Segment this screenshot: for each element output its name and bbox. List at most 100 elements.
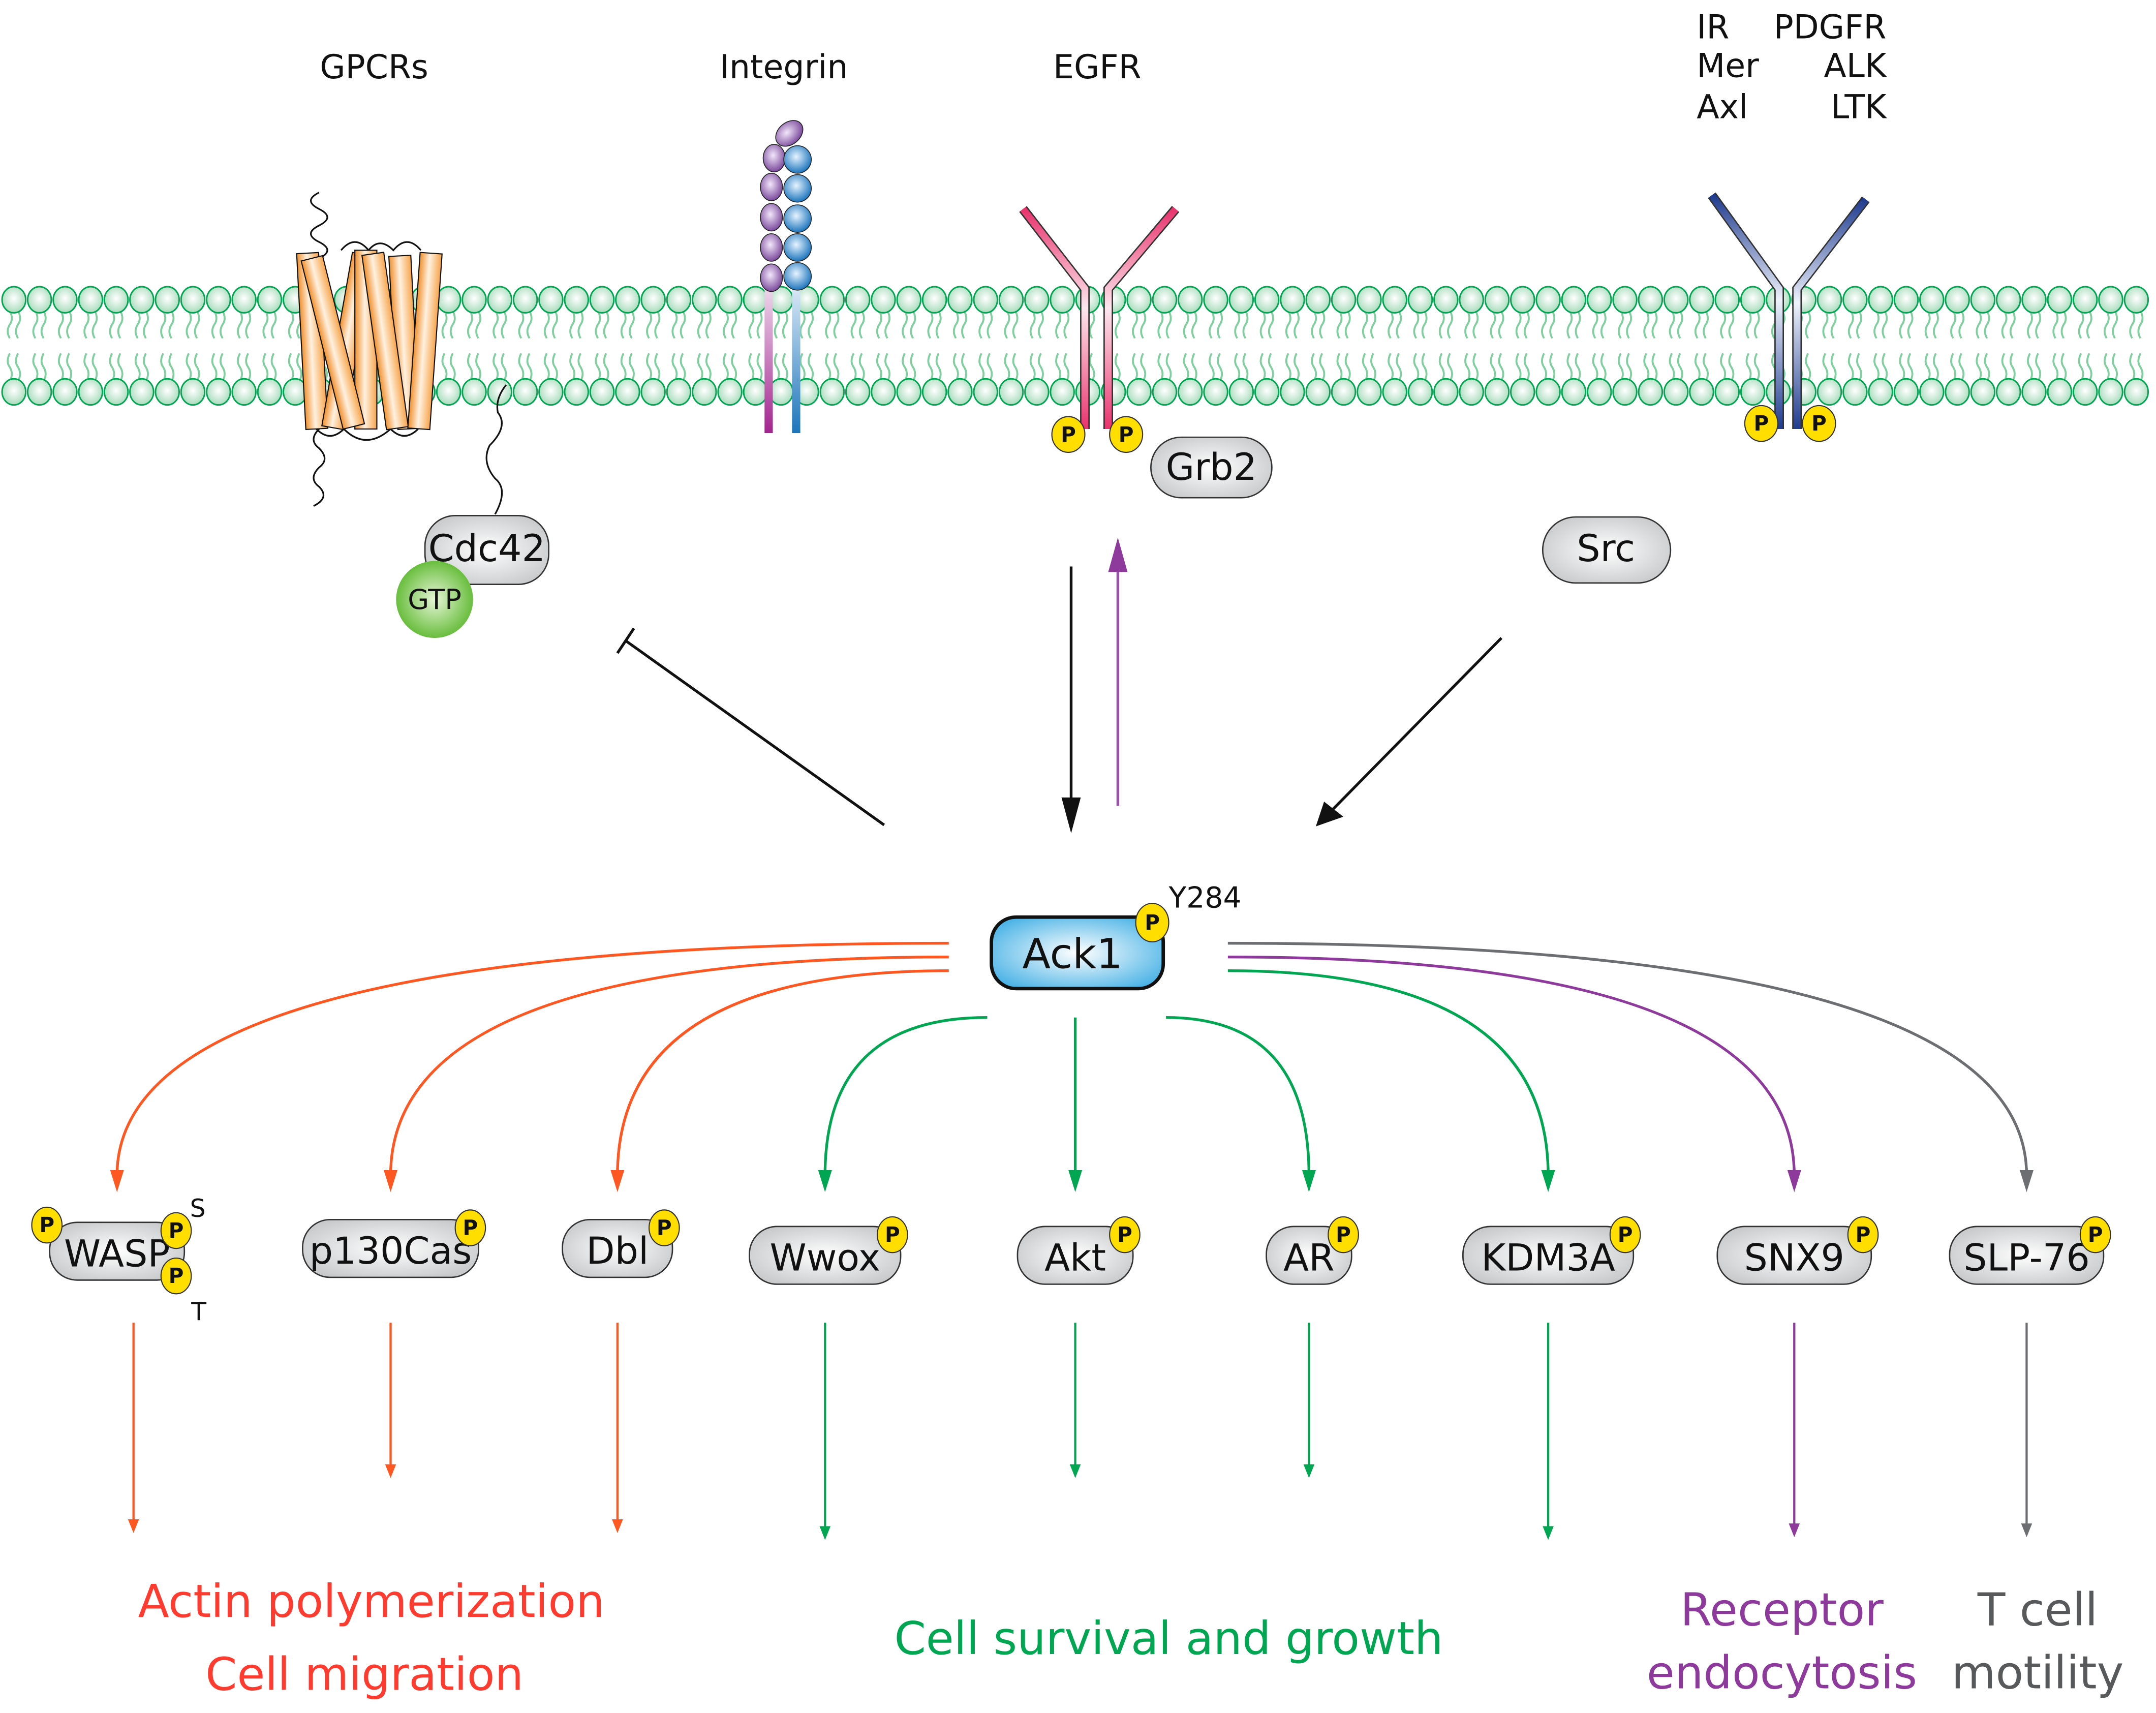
arrowhead-icon xyxy=(1303,1464,1315,1478)
lipid-head xyxy=(78,286,104,314)
grb2-node[interactable]: Grb2 xyxy=(1150,436,1273,499)
lipid-head xyxy=(436,378,461,406)
substrate-label: KDM3A xyxy=(1481,1237,1615,1280)
substrate-edge xyxy=(1166,1016,1311,1176)
lipid-head xyxy=(1,378,27,406)
lipid-head xyxy=(1024,286,1050,314)
lipid-head xyxy=(2123,378,2149,406)
lipid-head xyxy=(1,286,27,314)
lipid-head xyxy=(1050,378,1075,406)
arrowhead-icon xyxy=(1543,1526,1554,1540)
lipid-head xyxy=(461,378,487,406)
rtk-label-mer: Mer xyxy=(1697,47,1759,85)
gtp-node[interactable]: GTP xyxy=(396,561,473,638)
lipid-head xyxy=(1868,286,1893,314)
outcome-tcell-line1: T cell xyxy=(1977,1583,2098,1636)
lipid-head xyxy=(615,286,640,314)
lipid-head xyxy=(1816,286,1842,314)
lipid-head xyxy=(896,286,922,314)
lipid-head xyxy=(692,286,717,314)
substrate-edge xyxy=(1227,955,1796,1176)
arrowhead-icon xyxy=(1787,1170,1801,1192)
lipid-head xyxy=(78,378,104,406)
lipid-head xyxy=(1407,378,1433,406)
substrate-node-ar[interactable]: ARP xyxy=(1266,1216,1359,1285)
lipid-head xyxy=(1510,286,1535,314)
arrowhead-icon xyxy=(110,1170,124,1192)
lipid-head xyxy=(819,378,845,406)
svg-text:Grb2: Grb2 xyxy=(1166,446,1257,489)
substrate-label: AR xyxy=(1283,1237,1335,1280)
svg-text:P: P xyxy=(1336,1222,1351,1247)
lipid-head xyxy=(2021,286,2047,314)
lipid-head xyxy=(538,378,564,406)
arrowhead-icon xyxy=(1789,1523,1800,1538)
lipid-head xyxy=(436,286,461,314)
svg-text:P: P xyxy=(1618,1222,1633,1247)
lipid-head xyxy=(2098,286,2123,314)
phospho-icon: P xyxy=(1109,416,1144,453)
substrate-label: Dbl xyxy=(586,1230,649,1273)
phospho-icon: P xyxy=(2079,1216,2111,1253)
substrate-edge xyxy=(115,941,949,1176)
lipid-head xyxy=(1842,378,1868,406)
egfr-to-ack1-edge xyxy=(1061,566,1081,834)
phospho-icon: P xyxy=(1802,405,1836,442)
phospho-icon: P xyxy=(160,1257,192,1295)
phospho-icon: P xyxy=(1847,1216,1879,1253)
lipid-head xyxy=(998,286,1024,314)
lipid-head xyxy=(1254,378,1280,406)
lipid-head xyxy=(2123,286,2149,314)
outcome-endocytosis-line2: endocytosis xyxy=(1647,1647,1917,1700)
lipid-head xyxy=(129,286,155,314)
lipid-head xyxy=(1868,378,1893,406)
lipid-head xyxy=(1970,286,1996,314)
lipid-head xyxy=(180,378,206,406)
lipid-head xyxy=(1126,286,1152,314)
lipid-head xyxy=(1484,286,1510,314)
lipid-head xyxy=(589,286,615,314)
lipid-head xyxy=(1995,286,2021,314)
lipid-head xyxy=(1203,378,1228,406)
lipid-head xyxy=(155,286,180,314)
lipid-head xyxy=(2047,378,2073,406)
lipid-head xyxy=(921,286,947,314)
lipid-head xyxy=(845,378,871,406)
phospho-icon: P xyxy=(1109,1216,1141,1253)
src-node[interactable]: Src xyxy=(1542,516,1672,584)
lipid-head xyxy=(1714,286,1740,314)
svg-text:P: P xyxy=(1811,411,1827,436)
lipid-head xyxy=(1816,378,1842,406)
lipid-head xyxy=(1433,378,1459,406)
arrowhead-icon xyxy=(612,1519,623,1534)
rtk-label-list: IR PDGFR Mer ALK Axl LTK xyxy=(1697,9,1887,127)
lipid-head xyxy=(1561,286,1587,314)
rtk-label-ltk: LTK xyxy=(1831,88,1887,127)
lipid-head xyxy=(998,378,1024,406)
svg-text:Src: Src xyxy=(1577,527,1635,570)
lipid-head xyxy=(1842,286,1868,314)
lipid-head xyxy=(1126,378,1152,406)
lipid-head xyxy=(564,286,589,314)
lipid-head xyxy=(2021,378,2047,406)
ack1-hub-node[interactable]: Ack1 P Y284 xyxy=(990,881,1242,991)
outcome-tcell-line2: motility xyxy=(1952,1647,2124,1700)
integrin-label: Integrin xyxy=(720,48,848,86)
lipid-head xyxy=(717,286,743,314)
svg-text:P: P xyxy=(1754,411,1769,436)
substrate-edge xyxy=(823,1016,988,1176)
cdc42-node[interactable]: Cdc42 xyxy=(424,515,549,585)
lipid-head xyxy=(1152,286,1178,314)
svg-text:P: P xyxy=(169,1264,184,1288)
lipid-head xyxy=(1331,286,1357,314)
substrate-node-slp76[interactable]: SLP-76P xyxy=(1949,1216,2111,1285)
arrowhead-icon xyxy=(1541,1170,1555,1192)
lipid-head xyxy=(1714,378,1740,406)
